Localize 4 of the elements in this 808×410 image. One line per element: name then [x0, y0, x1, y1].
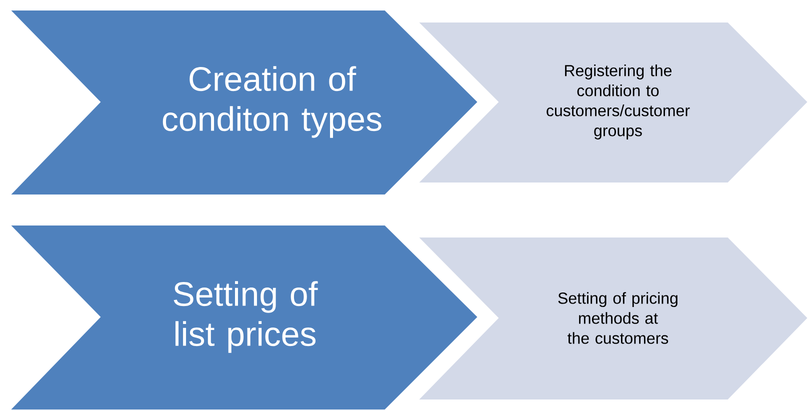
step-box: Setting of list prices: [8, 224, 479, 410]
step-box: Creation of conditon types: [8, 10, 479, 196]
step-box: Setting of pricing methods at the customers: [416, 236, 808, 400]
step-box: Registering the condition to customers/customer groups: [416, 22, 808, 184]
